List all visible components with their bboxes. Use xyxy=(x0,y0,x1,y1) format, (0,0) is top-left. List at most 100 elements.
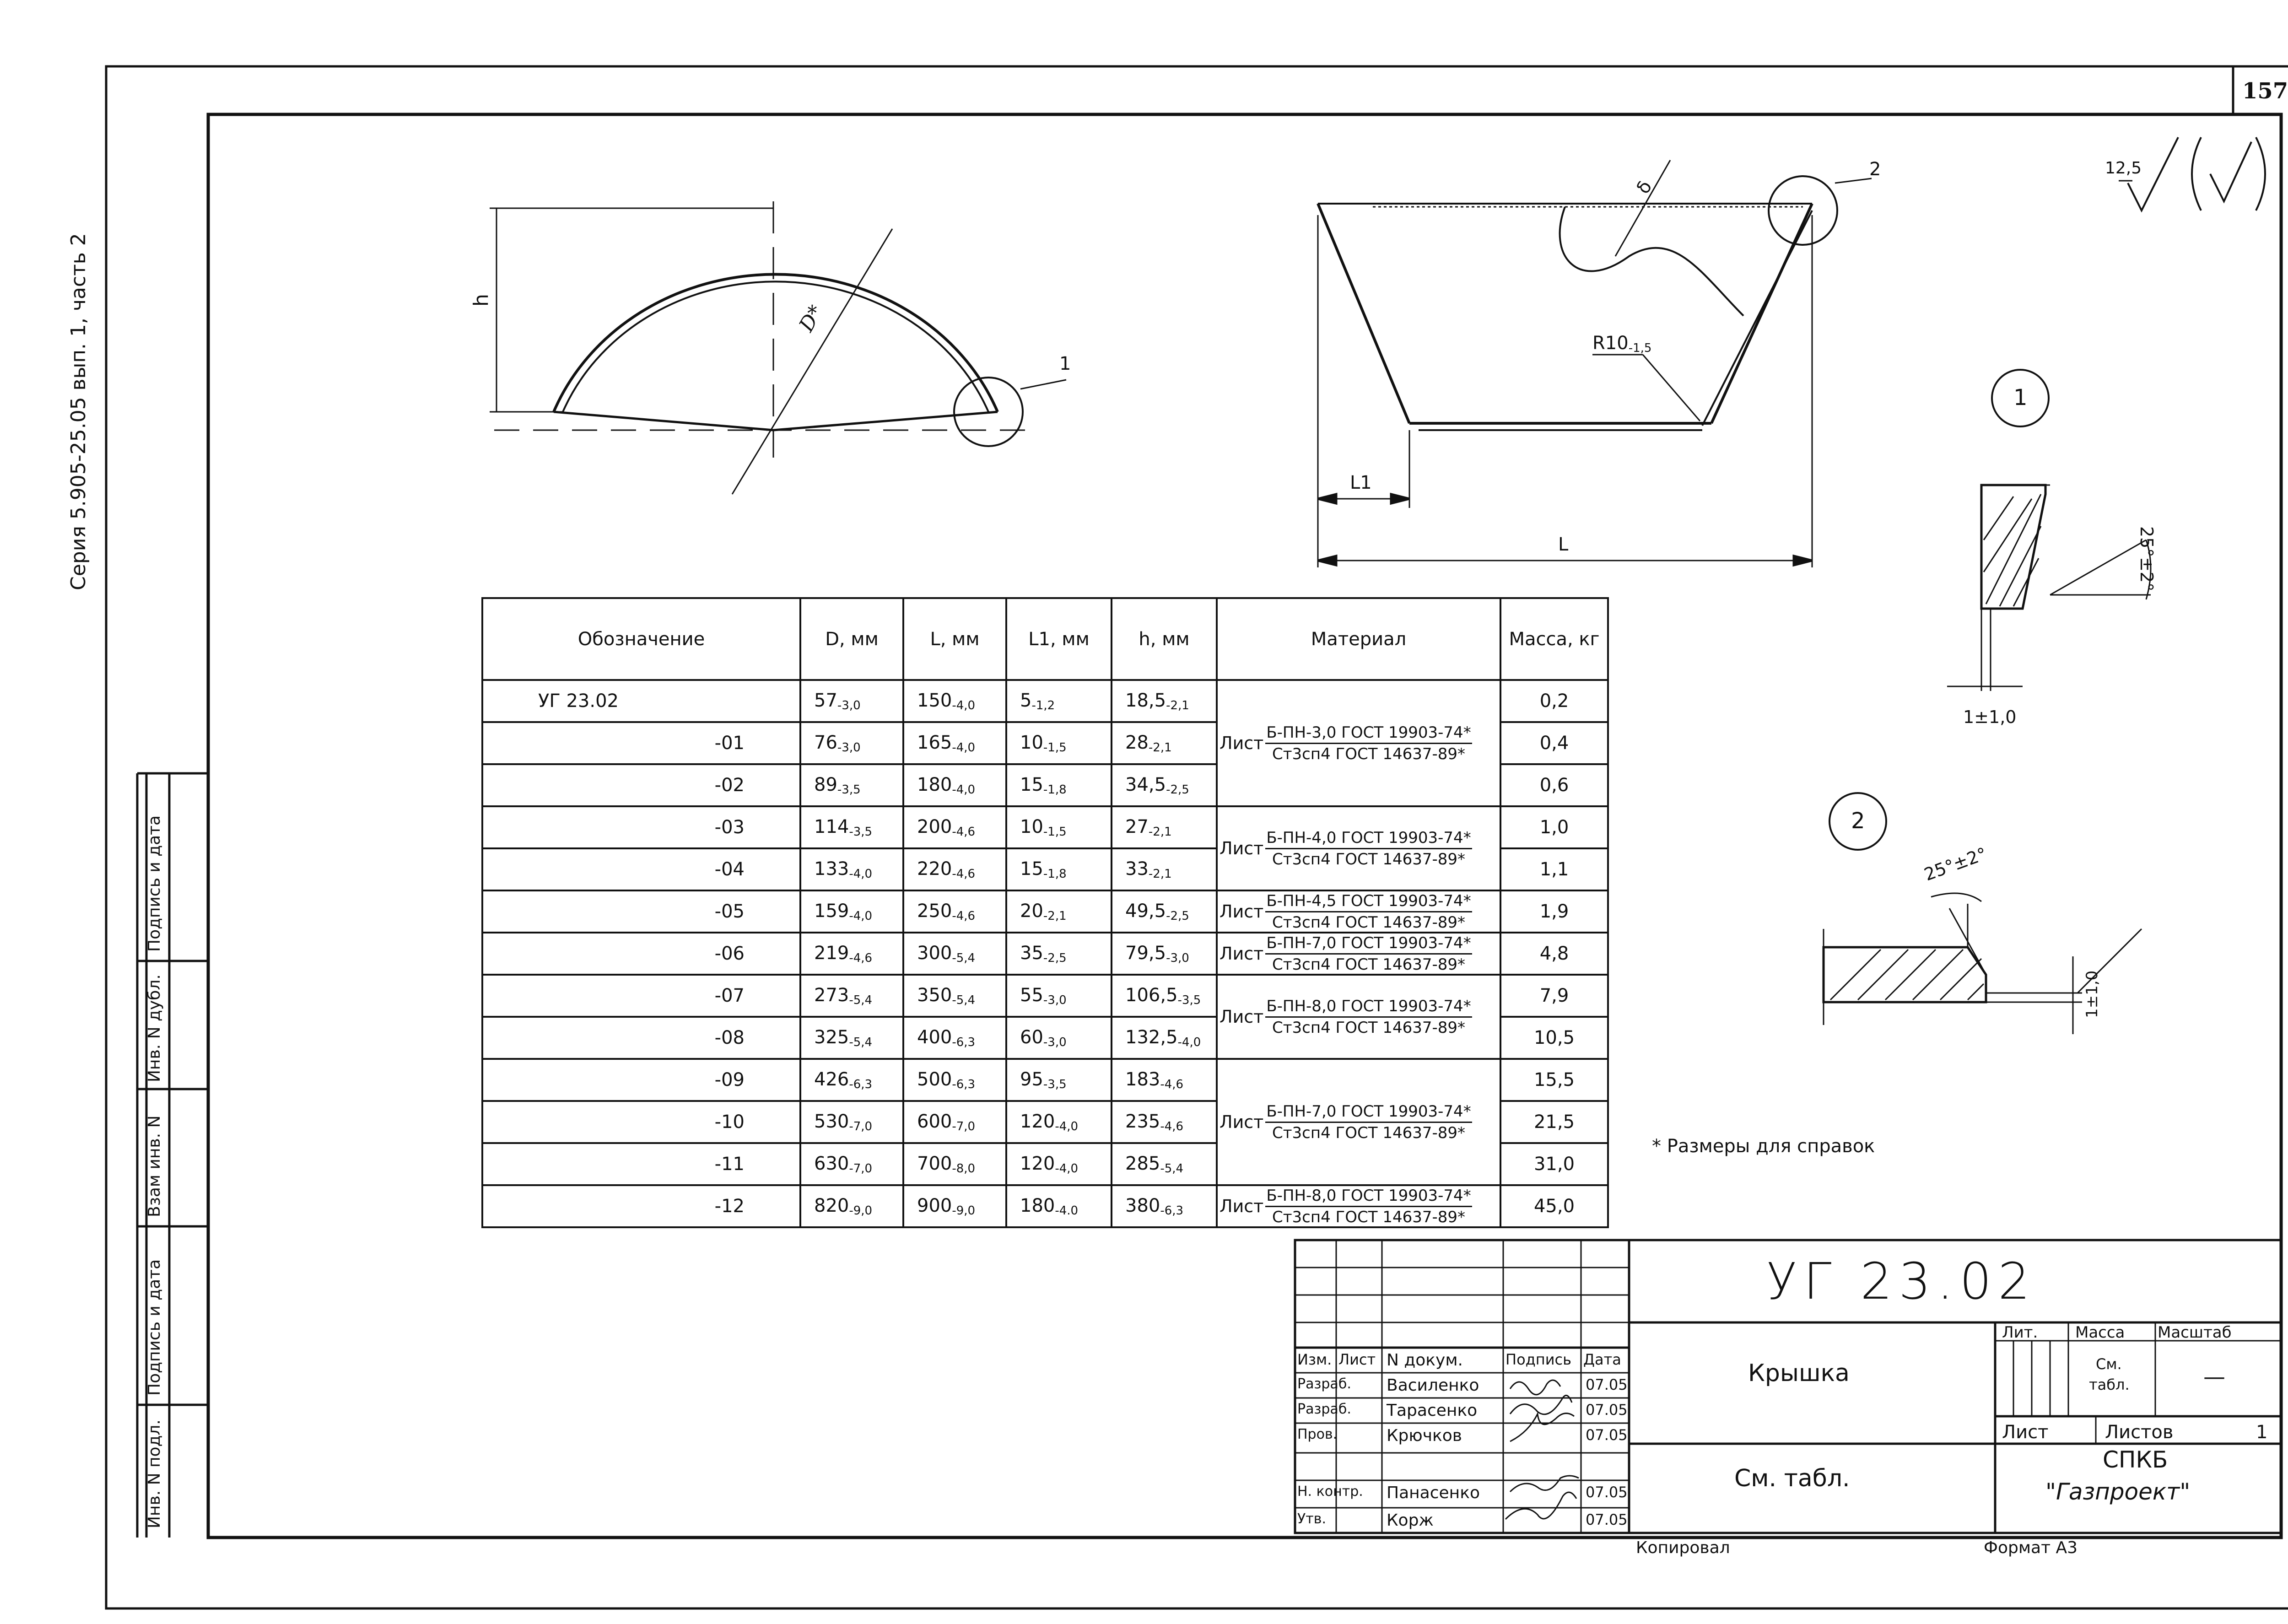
detail-1-tolerance: 1±1,0 xyxy=(1963,707,2017,727)
view-section xyxy=(1317,160,1872,567)
detail-1-angle: 25°±2° xyxy=(2137,526,2157,592)
view-dome xyxy=(490,201,1067,495)
cell-mass: 45,0 xyxy=(1500,1184,1609,1228)
cell-l: 350-5,4 xyxy=(902,974,1007,1018)
cell-l: 500-6,3 xyxy=(902,1058,1007,1102)
tb-org-1: СПКБ xyxy=(2103,1446,2168,1473)
tb-designation: УГ 23.02 xyxy=(1766,1252,2037,1311)
tb-copied: Копировал xyxy=(1636,1538,1730,1557)
tb-org-2: "Газпроект" xyxy=(2045,1478,2191,1505)
footnote: * Размеры для справок xyxy=(1652,1136,1875,1157)
cell-mass: 1,0 xyxy=(1500,805,1609,849)
cell-l: 400-6,3 xyxy=(902,1016,1007,1060)
tb-name: Крышка xyxy=(1748,1360,1850,1387)
tb-date: 07.05 xyxy=(1586,1401,1628,1419)
cell-h: 132,5-4,0 xyxy=(1111,1016,1218,1060)
cell-designation: -07 xyxy=(481,974,801,1018)
tb-role: Пров. xyxy=(1297,1426,1338,1442)
cell-l1: 180-4.0 xyxy=(1005,1184,1112,1228)
cell-h: 106,5-3,5 xyxy=(1111,974,1218,1018)
cell-designation: -10 xyxy=(481,1100,801,1144)
cell-mass: 15,5 xyxy=(1500,1058,1609,1102)
cell-l: 600-7,0 xyxy=(902,1100,1007,1144)
tb-person-name: Крючков xyxy=(1387,1426,1462,1445)
detail-2 xyxy=(1822,792,2142,1034)
cell-l: 700-8,0 xyxy=(902,1142,1007,1186)
outer-frame xyxy=(105,65,2288,1610)
tb-lit-label: Лит. xyxy=(2002,1323,2038,1342)
tb-role: Разраб. xyxy=(1297,1376,1351,1392)
tb-date: 07.05 xyxy=(1586,1376,1628,1393)
detail-1-number: 1 xyxy=(2013,385,2028,410)
cell-l1: 10-1,5 xyxy=(1005,721,1112,765)
cell-l1: 20-2,1 xyxy=(1005,890,1112,933)
tb-role: Разраб. xyxy=(1297,1401,1351,1417)
side-stamp-1: Подпись и дата xyxy=(145,815,164,952)
tb-h-izm: Изм. xyxy=(1297,1351,1332,1368)
cell-h: 79,5-3,0 xyxy=(1111,932,1218,976)
col-designation: Обозначение xyxy=(481,597,801,681)
cell-d: 325-5,4 xyxy=(799,1016,904,1060)
label-r10: R10-1,5 xyxy=(1592,333,1652,355)
tb-role: Н. контр. xyxy=(1297,1484,1363,1500)
col-l1: L1, мм xyxy=(1005,597,1112,681)
cell-mass: 21,5 xyxy=(1500,1100,1609,1144)
cell-l: 250-4,6 xyxy=(902,890,1007,933)
tb-date: 07.05 xyxy=(1586,1484,1628,1501)
cell-designation: -02 xyxy=(481,763,801,807)
cell-h: 27-2,1 xyxy=(1111,805,1218,849)
inner-frame xyxy=(206,113,2283,1539)
cell-l: 200-4,6 xyxy=(902,805,1007,849)
cell-d: 89-3,5 xyxy=(799,763,904,807)
cell-mass: 1,1 xyxy=(1500,847,1609,891)
tb-scale-value: — xyxy=(2203,1364,2225,1390)
cell-h: 285-5,4 xyxy=(1111,1142,1218,1186)
cell-l: 900-9,0 xyxy=(902,1184,1007,1228)
leader-1-label: 1 xyxy=(1059,353,1071,374)
tb-scale-label: Масштаб xyxy=(2158,1323,2232,1342)
table-header-row: Обозначение D, мм L, мм L1, мм h, мм Мат… xyxy=(481,597,1609,681)
side-stamp-3: Взам инв. N xyxy=(145,1115,164,1217)
tb-sheets-label: Листов xyxy=(2105,1422,2174,1443)
label-l1: L1 xyxy=(1350,472,1372,493)
cell-l: 180-4,0 xyxy=(902,763,1007,807)
side-stamp-2: Инв. N дубл. xyxy=(145,974,164,1082)
roughness-value: 12,5 xyxy=(2105,159,2142,178)
cell-l1: 35-2,5 xyxy=(1005,932,1112,976)
tb-h-doc: N докум. xyxy=(1387,1351,1463,1370)
signatures xyxy=(1505,1379,1579,1520)
cell-d: 426-6,3 xyxy=(799,1058,904,1102)
col-h: h, мм xyxy=(1111,597,1218,681)
cell-d: 159-4,0 xyxy=(799,890,904,933)
cell-l1: 15-1,8 xyxy=(1005,847,1112,891)
col-d: D, мм xyxy=(799,597,904,681)
tb-person-name: Панасенко xyxy=(1387,1484,1480,1502)
cell-mass: 0,6 xyxy=(1500,763,1609,807)
cell-l1: 15-1,8 xyxy=(1005,763,1112,807)
col-l: L, мм xyxy=(902,597,1007,681)
cell-designation: -11 xyxy=(481,1142,801,1186)
tb-h-date: Дата xyxy=(1583,1351,1621,1368)
cell-mass: 10,5 xyxy=(1500,1016,1609,1060)
cell-mass: 4,8 xyxy=(1500,932,1609,976)
leader-2-label: 2 xyxy=(1869,159,1881,180)
tb-role: Утв. xyxy=(1297,1511,1326,1527)
cell-l: 300-5,4 xyxy=(902,932,1007,976)
roughness-symbol xyxy=(2119,137,2266,213)
tb-material: См. табл. xyxy=(1734,1465,1850,1492)
cell-designation: -05 xyxy=(481,890,801,933)
